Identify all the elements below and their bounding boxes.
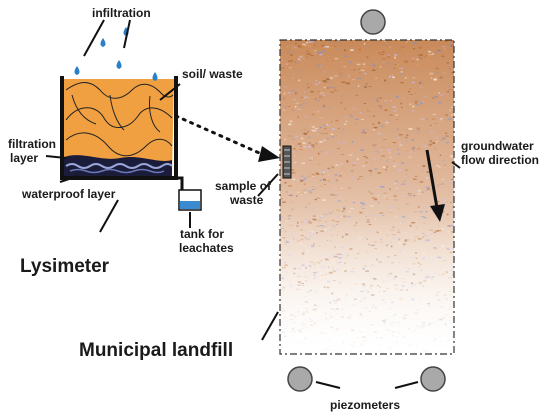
- label-soil-waste: soil/ waste: [182, 67, 243, 81]
- label-piezometers: piezometers: [330, 398, 400, 412]
- water-drop-icon: [100, 38, 106, 47]
- water-drop-icon: [152, 72, 158, 81]
- piezometer-bottom-right-circle-icon: [420, 366, 446, 392]
- label-groundwater-2: flow direction: [461, 153, 539, 167]
- label-infiltration: infiltration: [92, 6, 151, 20]
- leader-lines: [45, 19, 461, 341]
- label-tank-2: leachates: [179, 241, 234, 255]
- label-filtration-1: filtration: [8, 137, 56, 151]
- label-filtration-2: layer: [10, 151, 38, 165]
- label-sample-of-waste-2: waste: [229, 193, 264, 207]
- landfill-title: Municipal landfill: [79, 340, 233, 361]
- rain-drops: [74, 27, 158, 81]
- landfill-block: [279, 39, 455, 355]
- piezometer-bottom-left-circle-icon: [287, 366, 313, 392]
- sample-connector-arrow: [174, 114, 268, 158]
- label-tank-1: tank for: [180, 227, 224, 241]
- label-waterproof-layer: waterproof layer: [21, 187, 116, 201]
- water-drop-icon: [74, 66, 80, 75]
- groundwater-flow-arrow: [425, 149, 439, 209]
- water-drop-icon: [116, 60, 122, 69]
- piezometer-top-circle-icon: [360, 9, 386, 35]
- leachate-tank: [178, 189, 202, 211]
- lysimeter: [60, 76, 202, 211]
- label-sample-of-waste-1: sample of: [215, 179, 272, 193]
- label-groundwater-1: groundwater: [461, 139, 534, 153]
- lysimeter-title: Lysimeter: [20, 256, 110, 277]
